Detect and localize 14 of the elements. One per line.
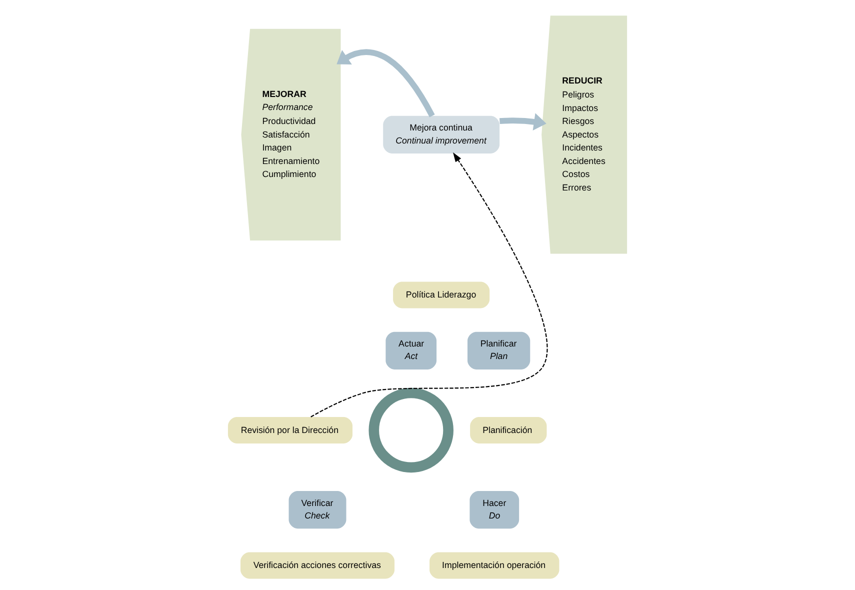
- node-box: Política Liderazgo: [393, 282, 490, 308]
- node-box: Revisión por la Dirección: [228, 416, 352, 444]
- node-box: Implementación operación: [430, 552, 560, 579]
- node-box: Actuar Act: [386, 332, 437, 370]
- arrow: [336, 49, 435, 118]
- node-box: Planificación: [470, 416, 547, 444]
- node-box: Planificar Plan: [467, 332, 530, 370]
- node-box: Mejora continua Continual improvement: [383, 116, 500, 154]
- node-box: Verificación acciones correctivas: [240, 552, 395, 579]
- arrow: [310, 152, 548, 418]
- node-circle: [368, 388, 454, 473]
- arrow: [500, 113, 546, 130]
- node-box: Verificar Check: [288, 491, 346, 529]
- node-box: Hacer Do: [470, 491, 520, 529]
